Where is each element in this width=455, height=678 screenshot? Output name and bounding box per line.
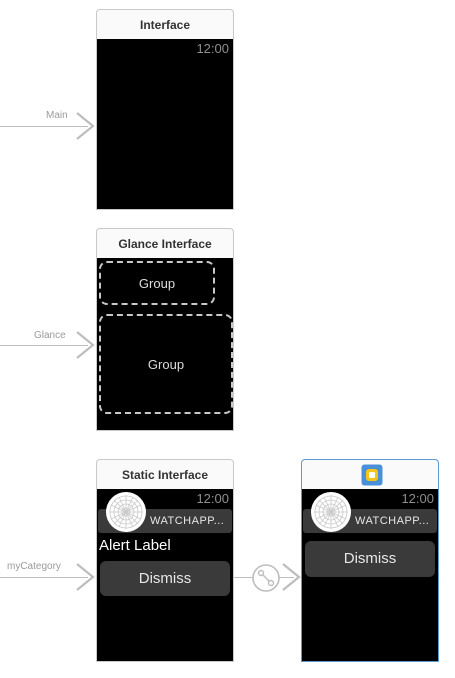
group-label: Group (147, 356, 185, 372)
status-time: 12:00 (196, 491, 229, 506)
arrow-chevron-icon (76, 563, 95, 591)
segue-label-category: myCategory (7, 561, 61, 572)
group-label: Group (138, 275, 176, 291)
segue-line (0, 577, 88, 578)
alert-label: Alert Label (99, 537, 171, 554)
app-icon-placeholder (106, 492, 146, 532)
static-canvas[interactable]: 12:00 WATCHAPP... Alert Label Dismiss (96, 489, 234, 662)
static-scene-title[interactable]: Static Interface (96, 459, 234, 489)
dynamic-scene-dock[interactable] (301, 459, 439, 489)
status-time: 12:00 (196, 41, 229, 56)
app-name-label: WATCHAPP... (355, 515, 430, 527)
interface-canvas[interactable]: 12:00 (96, 39, 234, 210)
dismiss-button[interactable]: Dismiss (100, 561, 230, 596)
app-name-label: WATCHAPP... (150, 515, 225, 527)
arrow-chevron-icon (76, 112, 95, 140)
scene-dock-icon[interactable] (361, 464, 383, 486)
arrow-chevron-icon (282, 563, 301, 591)
arrow-chevron-icon (76, 331, 95, 359)
glance-group-top[interactable]: Group (99, 261, 215, 305)
segue-connector-icon[interactable] (251, 563, 281, 593)
segue-line (0, 345, 88, 346)
glance-canvas[interactable]: Group Group (96, 258, 234, 431)
segue-label-main: Main (46, 110, 68, 121)
app-icon-placeholder (311, 492, 351, 532)
glance-group-bottom[interactable]: Group (99, 314, 233, 414)
interface-scene-title[interactable]: Interface (96, 9, 234, 39)
dismiss-button[interactable]: Dismiss (305, 541, 435, 577)
dynamic-canvas[interactable]: 12:00 WATCHAPP... Dismiss (301, 489, 439, 662)
glance-scene-title[interactable]: Glance Interface (96, 228, 234, 258)
segue-label-glance: Glance (34, 330, 66, 341)
status-time: 12:00 (401, 491, 434, 506)
segue-line (0, 126, 88, 127)
